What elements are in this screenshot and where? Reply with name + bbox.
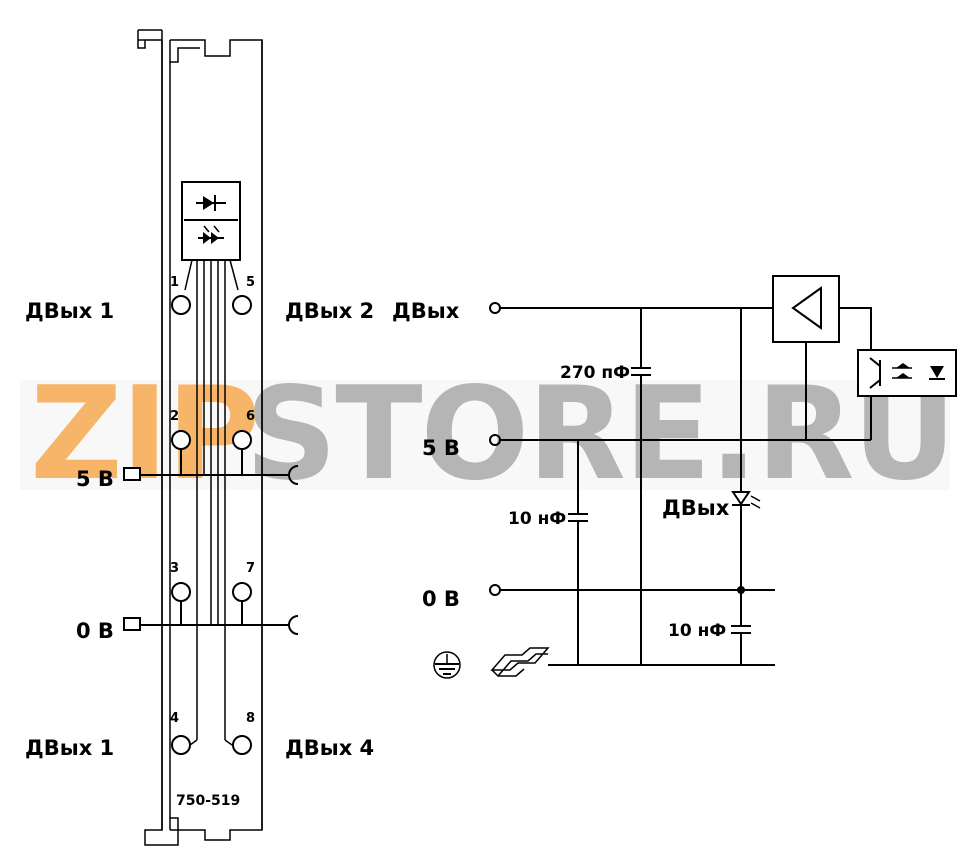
schematic-label-dout: ДВых (392, 299, 460, 323)
wire-bottom-bends (189, 739, 233, 746)
optocoupler-block (857, 349, 957, 397)
terminal-3[interactable] (171, 582, 191, 602)
pin-number-7: 7 (246, 561, 255, 576)
diode-icon (196, 195, 226, 211)
rail-5v-contact (123, 467, 141, 481)
label-top-left: ДВых 1 (25, 299, 114, 323)
label-bottom-right: ДВых 4 (285, 736, 374, 760)
label-cap-10-left: 10 нФ (508, 509, 566, 529)
label-cap-270: 270 пФ (560, 363, 630, 383)
buffer-triangle-icon (791, 286, 822, 330)
watermark-zip: ZIP (30, 360, 258, 509)
terminal-5[interactable] (232, 295, 252, 315)
watermark-store: STORE.RU (245, 360, 954, 509)
rail-0v-clip (288, 615, 299, 635)
node-0v (489, 584, 501, 596)
terminal-4[interactable] (171, 735, 191, 755)
pin-number-3: 3 (170, 561, 179, 576)
pin-number-4: 4 (170, 711, 179, 726)
rail-0v-contact (123, 617, 141, 631)
terminal-2[interactable] (171, 430, 191, 450)
pin-number-1: 1 (170, 275, 179, 290)
optocoupler-transistor-icon (869, 357, 912, 389)
optocoupler-diode-icon (929, 366, 945, 380)
terminal-1[interactable] (171, 295, 191, 315)
label-led-dout: ДВых (662, 496, 730, 520)
schematic: ДВых 5 В 270 пФ (392, 275, 957, 679)
buffer-out (839, 307, 872, 350)
label-bottom-left: ДВых 1 (25, 736, 114, 760)
watermark: ZIP STORE.RU (20, 360, 956, 509)
label-5v-left: 5 В (76, 467, 114, 491)
terminal-7[interactable] (232, 582, 252, 602)
phototransistor-icon (198, 225, 224, 244)
rail-5v-clip (288, 465, 299, 485)
terminal-6[interactable] (232, 430, 252, 450)
schematic-label-5v: 5 В (422, 436, 460, 460)
pin-number-8: 8 (246, 711, 255, 726)
pin-number-6: 6 (246, 409, 255, 424)
label-top-right: ДВых 2 (285, 299, 374, 323)
ground-icon (433, 651, 461, 679)
pin-number-5: 5 (246, 275, 255, 290)
label-cap-10-right: 10 нФ (668, 621, 726, 641)
pin-number-2: 2 (170, 409, 179, 424)
buffer-block (772, 275, 840, 343)
schematic-label-0v: 0 В (422, 587, 460, 611)
din-rail-icon (490, 647, 550, 677)
label-0v-left: 0 В (76, 619, 114, 643)
dout-node (489, 302, 501, 314)
terminal-8[interactable] (232, 735, 252, 755)
io-module: 1 5 2 6 3 7 4 8 750-519 ДВых 1 ДВых 2 5 … (25, 29, 374, 846)
wire-pin1-5 (184, 259, 239, 291)
module-model: 750-519 (176, 793, 240, 809)
